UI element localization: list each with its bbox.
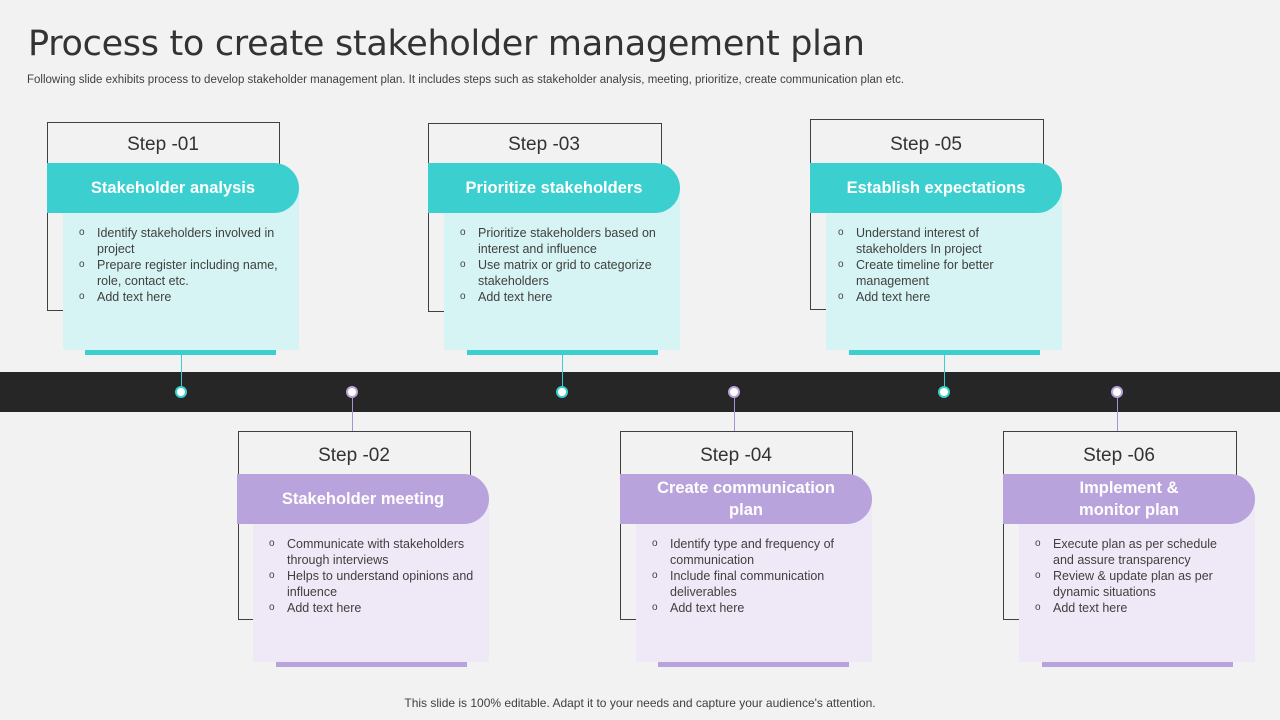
- timeline-dot: [728, 386, 740, 398]
- step-heading: Stakeholder meeting: [237, 474, 489, 524]
- step-items: Understand interest of stakeholders In p…: [838, 225, 1018, 305]
- list-item: Understand interest of stakeholders In p…: [838, 225, 1018, 257]
- step-label: Step -05: [890, 134, 962, 155]
- step-accent-bar: [467, 350, 658, 355]
- step-items: Identify stakeholders involved in projec…: [79, 225, 289, 305]
- timeline-dot: [346, 386, 358, 398]
- step-label: Step -02: [318, 445, 390, 466]
- list-item: Execute plan as per schedule and assure …: [1035, 536, 1235, 568]
- connector-line: [181, 355, 182, 387]
- step-accent-bar: [658, 662, 849, 667]
- step-heading: Prioritize stakeholders: [428, 163, 680, 213]
- step-heading: Implement & monitor plan: [1003, 474, 1255, 524]
- step-accent-bar: [1042, 662, 1233, 667]
- list-item: Prepare register including name, role, c…: [79, 257, 289, 289]
- list-item: Add text here: [652, 600, 852, 616]
- step-items: Prioritize stakeholders based on interes…: [460, 225, 660, 305]
- step-label: Step -04: [700, 445, 772, 466]
- footer-note: This slide is 100% editable. Adapt it to…: [404, 696, 876, 710]
- step-label: Step -03: [508, 134, 580, 155]
- step-accent-bar: [849, 350, 1040, 355]
- list-item: Add text here: [460, 289, 660, 305]
- list-item: Add text here: [1035, 600, 1235, 616]
- list-item: Add text here: [79, 289, 289, 305]
- timeline-dot: [556, 386, 568, 398]
- step-label: Step -06: [1083, 445, 1155, 466]
- step-items: Communicate with stakeholders through in…: [269, 536, 479, 616]
- list-item: Communicate with stakeholders through in…: [269, 536, 479, 568]
- list-item: Identify type and frequency of communica…: [652, 536, 852, 568]
- step-heading: Establish expectations: [810, 163, 1062, 213]
- timeline-bar: [0, 372, 1280, 412]
- step-label: Step -01: [127, 134, 199, 155]
- page-subtitle: Following slide exhibits process to deve…: [27, 74, 905, 86]
- timeline-dot: [1111, 386, 1123, 398]
- page-title: Process to create stakeholder management…: [28, 24, 865, 64]
- step-heading: Create communication plan: [620, 474, 872, 524]
- list-item: Create timeline for better management: [838, 257, 1018, 289]
- timeline-dot: [938, 386, 950, 398]
- step-heading: Stakeholder analysis: [47, 163, 299, 213]
- step-accent-bar: [276, 662, 467, 667]
- connector-line: [944, 355, 945, 387]
- connector-line: [734, 397, 735, 431]
- connector-line: [1117, 397, 1118, 431]
- list-item: Review & update plan as per dynamic situ…: [1035, 568, 1235, 600]
- list-item: Include final communication deliverables: [652, 568, 852, 600]
- list-item: Add text here: [269, 600, 479, 616]
- list-item: Identify stakeholders involved in projec…: [79, 225, 289, 257]
- list-item: Add text here: [838, 289, 1018, 305]
- timeline-dot: [175, 386, 187, 398]
- step-accent-bar: [85, 350, 276, 355]
- step-items: Identify type and frequency of communica…: [652, 536, 852, 616]
- list-item: Helps to understand opinions and influen…: [269, 568, 479, 600]
- step-items: Execute plan as per schedule and assure …: [1035, 536, 1235, 616]
- list-item: Prioritize stakeholders based on interes…: [460, 225, 660, 257]
- connector-line: [562, 355, 563, 387]
- connector-line: [352, 397, 353, 431]
- list-item: Use matrix or grid to categorize stakeho…: [460, 257, 660, 289]
